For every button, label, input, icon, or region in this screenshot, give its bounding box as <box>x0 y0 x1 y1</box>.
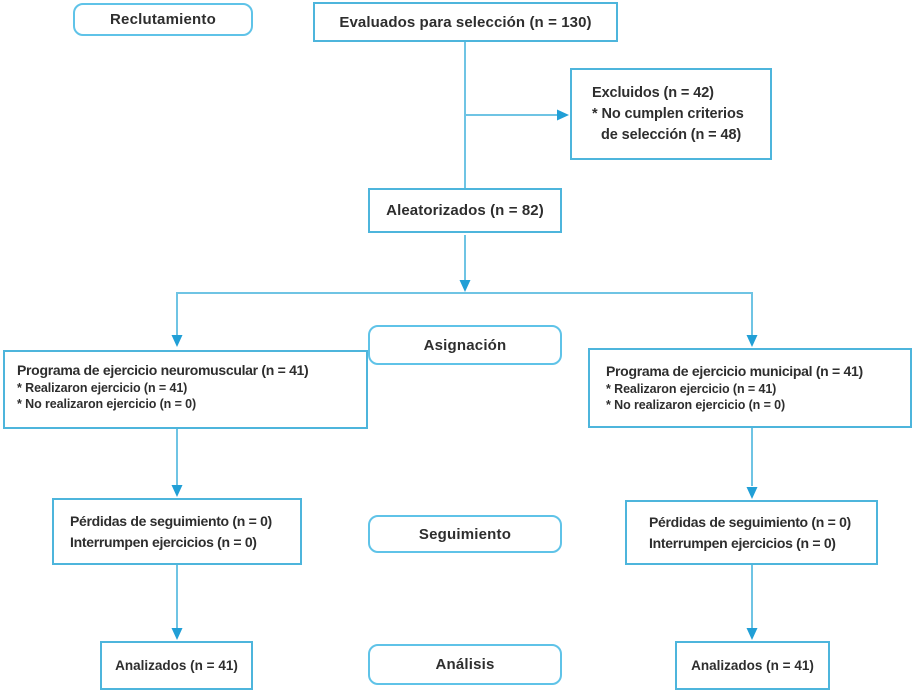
arrowhead-excluidos <box>557 109 569 121</box>
stage-seguimiento: Seguimiento <box>368 515 562 553</box>
box-aleatorizados: Aleatorizados (n = 82) <box>368 188 562 233</box>
stage-analisis-label: Análisis <box>435 656 495 673</box>
grupo-municipal-bullet-2: * No realizaron ejercicio (n = 0) <box>606 398 786 412</box>
stage-analisis: Análisis <box>368 644 562 685</box>
excluidos-line-1: Excluidos (n = 42) <box>592 84 714 101</box>
arrowhead-analizados-der <box>746 628 758 640</box>
arrowhead-seg-der <box>746 487 758 499</box>
grupo-municipal-title: Programa de ejercicio municipal (n = 41) <box>606 363 863 379</box>
arrowhead-seg-izq <box>171 485 183 497</box>
box-evaluados: Evaluados para selección (n = 130) <box>313 2 618 42</box>
stage-seguimiento-label: Seguimiento <box>418 525 512 543</box>
box-grupo-neuromuscular: Programa de ejercicio neuromuscular (n =… <box>3 350 368 429</box>
box-analizados-izq: Analizados (n = 41) <box>100 641 253 690</box>
box-excluidos: Excluidos (n = 42) * No cumplen criterio… <box>570 68 772 160</box>
excluidos-line-2: * No cumplen criterios <box>592 105 744 122</box>
box-seguimiento-izq: Pérdidas de seguimiento (n = 0) Interrum… <box>52 498 302 565</box>
stage-asignacion: Asignación <box>368 325 562 365</box>
grupo-municipal-bullet-1: * Realizaron ejercicio (n = 41) <box>606 382 777 396</box>
grupo-neuromuscular-title: Programa de ejercicio neuromuscular (n =… <box>17 362 309 378</box>
arrowhead-grupo-izq <box>171 335 183 347</box>
stage-reclutamiento-label: Reclutamiento <box>110 11 216 28</box>
grupo-neuromuscular-bullet-2: * No realizaron ejercicio (n = 0) <box>17 397 197 411</box>
box-evaluados-label: Evaluados para selección (n = 130) <box>339 13 592 31</box>
arrowhead-grupo-der <box>746 335 758 347</box>
analizados-der-label: Analizados (n = 41) <box>691 658 814 673</box>
seguimiento-der-line-2: Interrumpen ejercicios (n = 0) <box>649 534 836 551</box>
seguimiento-der-line-1: Pérdidas de seguimiento (n = 0) <box>649 513 851 530</box>
arrowhead-analizados-izq <box>171 628 183 640</box>
box-analizados-der: Analizados (n = 41) <box>675 641 830 690</box>
seguimiento-izq-line-2: Interrumpen ejercicios (n = 0) <box>70 533 257 550</box>
stage-asignacion-label: Asignación <box>423 336 507 354</box>
grupo-neuromuscular-bullet-1: * Realizaron ejercicio (n = 41) <box>17 381 188 395</box>
seguimiento-izq-line-1: Pérdidas de seguimiento (n = 0) <box>70 512 272 529</box>
box-grupo-municipal: Programa de ejercicio municipal (n = 41)… <box>588 348 912 428</box>
stage-reclutamiento: Reclutamiento <box>73 3 253 36</box>
box-seguimiento-der: Pérdidas de seguimiento (n = 0) Interrum… <box>625 500 878 565</box>
arrowhead-branch <box>459 280 471 292</box>
excluidos-line-3: de selección (n = 48) <box>601 126 742 143</box>
box-aleatorizados-label: Aleatorizados (n = 82) <box>386 202 544 219</box>
line-branch <box>176 292 753 336</box>
analizados-izq-label: Analizados (n = 41) <box>115 658 238 673</box>
